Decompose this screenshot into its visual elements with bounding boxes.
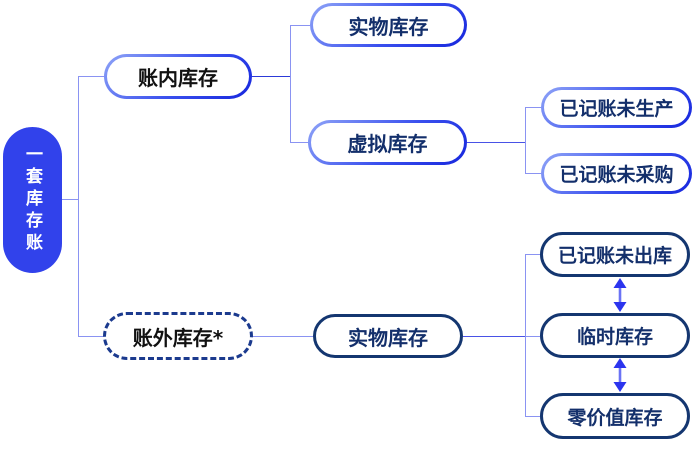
connector-line — [467, 141, 525, 144]
node-booked-not-shipped: 已记账未出库 — [540, 232, 690, 277]
node-physical-inventory-in-book: 实物库存 — [310, 3, 467, 47]
node-zero-value-inventory: 零价值库存 — [540, 393, 690, 439]
node-label: 虚拟库存 — [347, 132, 428, 156]
node-label: 零价值库存 — [567, 406, 663, 429]
connector-line — [252, 75, 290, 78]
connector-line — [525, 253, 540, 256]
connector-line — [78, 75, 104, 78]
node-physical-inventory-off-book: 实物库存 — [313, 314, 463, 358]
node-off-book-inventory: 账外库存* — [103, 312, 253, 360]
node-body: 已记账未采购 — [544, 156, 689, 191]
node-virtual-inventory: 虚拟库存 — [308, 120, 467, 165]
node-label: 账内库存 — [138, 66, 218, 90]
node-label: 已记账未采购 — [559, 164, 674, 186]
node-label: 实物库存 — [348, 325, 428, 350]
connector-line — [463, 335, 525, 338]
connector-line — [525, 335, 540, 338]
node-body: 账内库存 — [107, 57, 249, 96]
connector-line — [290, 24, 310, 27]
connector-line — [290, 141, 308, 144]
connector-line — [525, 172, 541, 175]
node-temporary-inventory: 临时库存 — [540, 313, 690, 358]
connector-line — [524, 107, 527, 173]
connector-line — [62, 198, 78, 201]
connector-line — [77, 76, 80, 336]
node-label: 临时库存 — [576, 326, 653, 348]
node-label: 一套库存账 — [22, 145, 42, 255]
node-body: 实物库存 — [313, 6, 464, 44]
connector-line — [289, 25, 292, 142]
double-arrow-icon — [613, 278, 627, 312]
node-label: 已记账未出库 — [557, 245, 672, 267]
node-label: 账外库存* — [132, 325, 224, 350]
connector-line — [525, 415, 540, 418]
node-body: 虚拟库存 — [311, 123, 464, 162]
connector-line — [253, 335, 313, 338]
node-booked-not-purchased: 已记账未采购 — [541, 153, 692, 194]
node-in-book-inventory: 账内库存 — [104, 54, 252, 99]
node-label: 实物库存 — [348, 14, 429, 39]
node-booked-not-produced: 已记账未生产 — [541, 87, 692, 128]
node-one-set-of-inventory-accounts: 一套库存账 — [3, 127, 62, 273]
node-label: 已记账未生产 — [559, 98, 674, 120]
node-body: 已记账未生产 — [544, 90, 689, 125]
connector-line — [525, 106, 541, 109]
double-arrow-icon — [613, 358, 627, 392]
connector-line — [78, 335, 103, 338]
connector-line — [524, 254, 527, 416]
